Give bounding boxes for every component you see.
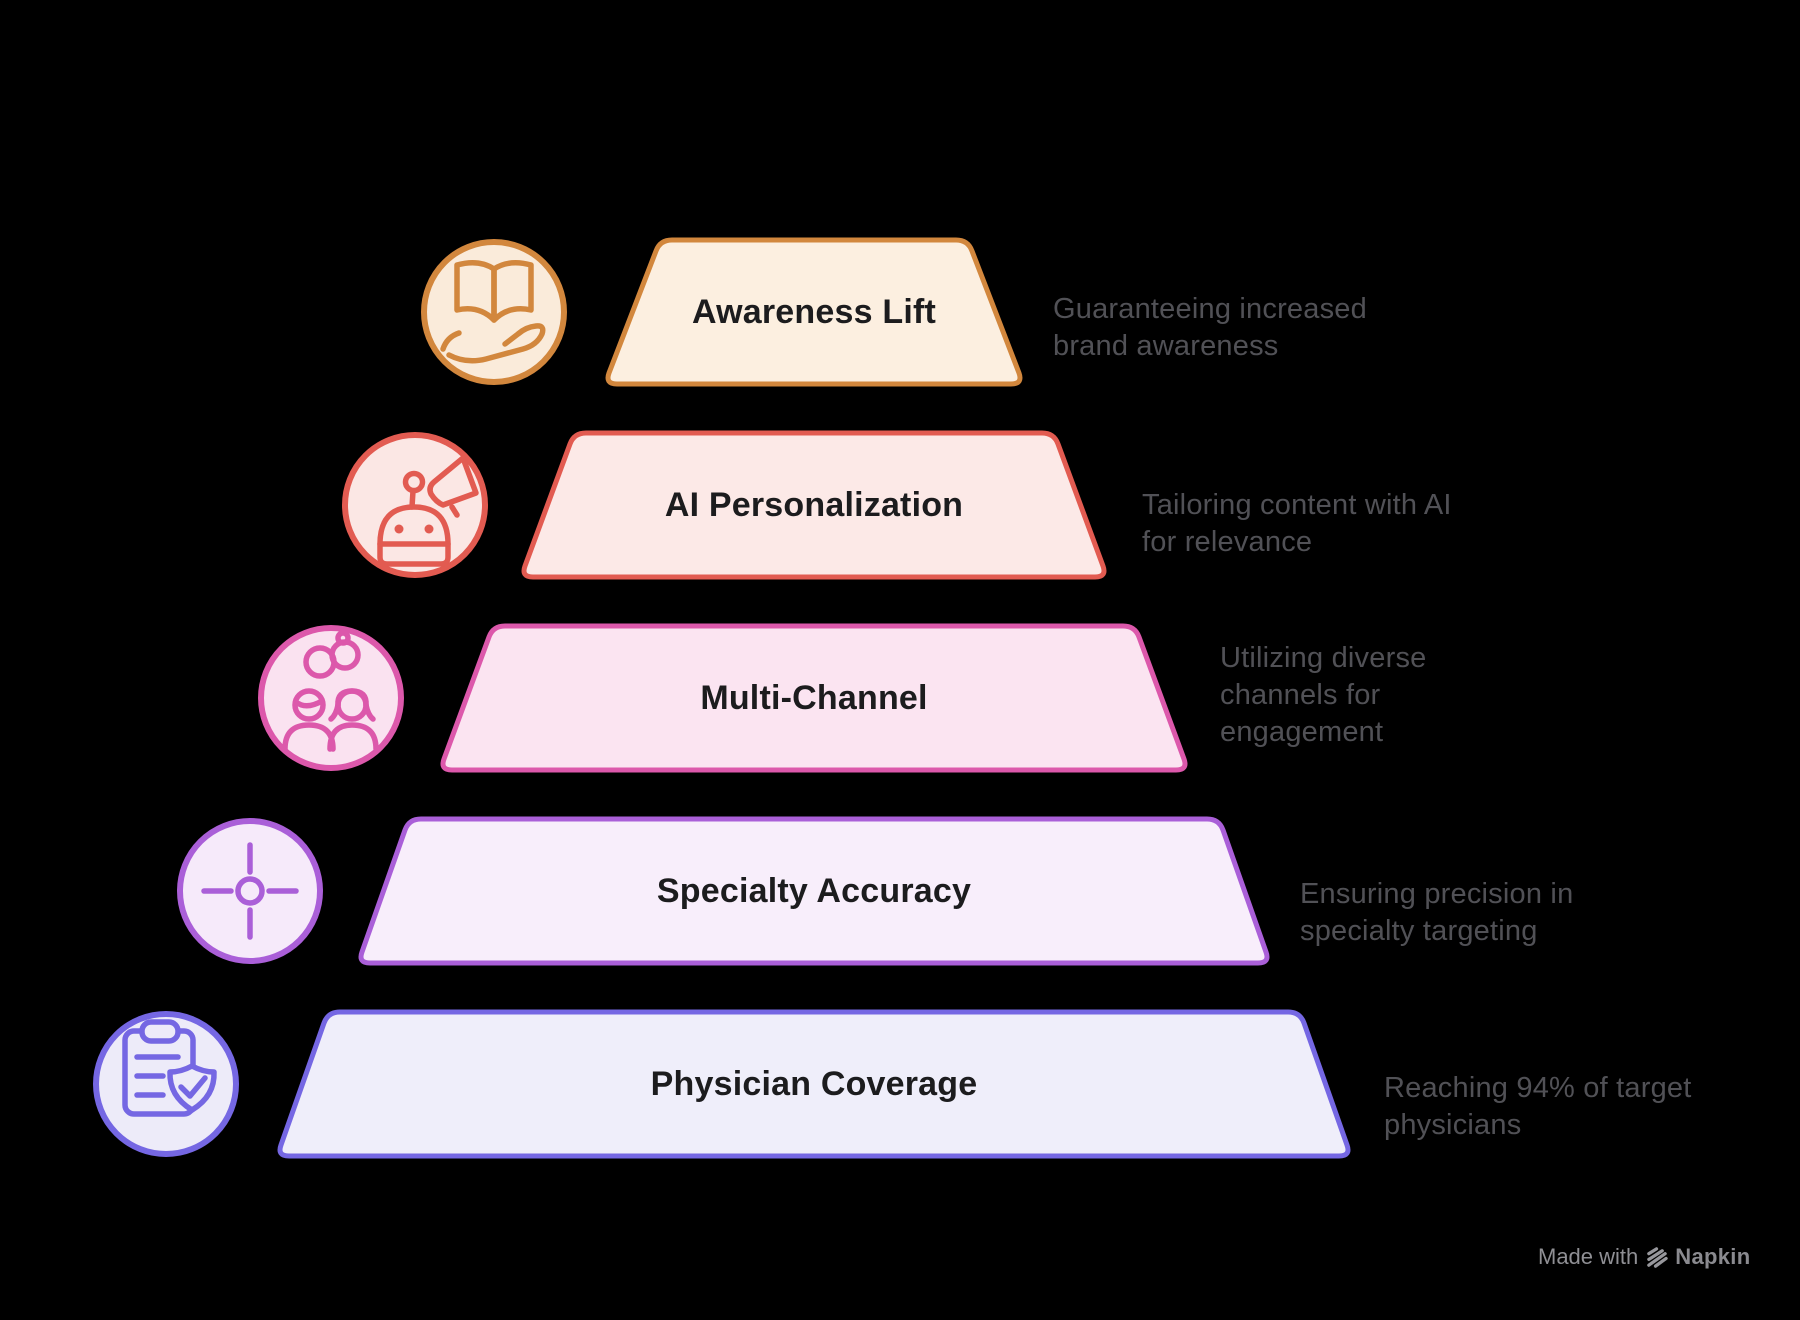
level-3-title: Multi-Channel [700,679,928,717]
level-5-group [93,1009,1351,1159]
icon-circle-level-3 [258,625,404,771]
trapezoid-level-5 [277,1009,1351,1159]
level-4-group [177,816,1270,966]
level-5-title: Physician Coverage [650,1065,978,1103]
level-4-title: Specialty Accuracy [656,872,972,910]
trapezoid-level-4 [358,816,1270,966]
level-1-group [421,237,1023,387]
robot-megaphone-icon [377,455,479,567]
trapezoid-level-2 [521,430,1107,580]
clipboard-shield-icon [122,1019,217,1117]
level-2-description: Tailoring content with AI for relevance [1142,489,1452,558]
made-with-napkin-watermark[interactable]: Made with Napkin [1538,1244,1750,1270]
level-2-group [342,430,1107,580]
icon-circle-level-5 [93,1011,239,1157]
level-1-title: Awareness Lift [691,293,937,331]
level-1-description: Guaranteeing increased brand awareness [1053,293,1367,362]
trapezoid-level-1 [605,237,1023,387]
level-3-group [258,623,1188,773]
level-3-description: Utilizing diverse channels for engagemen… [1220,642,1427,748]
watermark-prefix: Made with [1538,1244,1639,1269]
trapezoid-level-3 [440,623,1188,773]
level-2-title: AI Personalization [664,486,964,524]
watermark-brand: Napkin [1675,1244,1751,1269]
level-4-description: Ensuring precision in specialty targetin… [1300,878,1574,947]
napkin-logo-icon [1647,1246,1668,1268]
book-on-hand-icon [440,260,546,364]
crosshair-target-icon [201,842,299,940]
level-5-description: Reaching 94% of target physicians [1384,1072,1692,1141]
people-connection-icon [282,630,379,752]
icon-circle-level-4 [177,818,323,964]
